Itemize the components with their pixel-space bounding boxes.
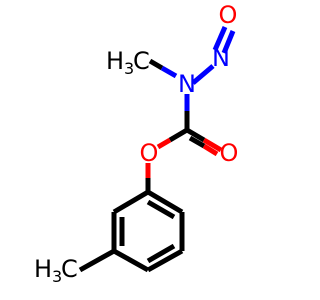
atom-methyl-ring-c: C xyxy=(61,255,78,283)
bond-methyl-n-blue xyxy=(160,65,178,79)
bond-c-o-carbonyl-1 xyxy=(185,127,206,143)
atom-n-amine: N xyxy=(178,70,196,98)
ring-bond-1 xyxy=(146,189,184,215)
ring-bond-4 xyxy=(112,248,150,273)
bond-c-o-ester-red xyxy=(156,137,172,150)
ring-bond-6 xyxy=(112,189,150,215)
atom-methyl-n-h: H xyxy=(106,47,124,75)
bond-c-o-carbonyl-3 xyxy=(202,137,223,153)
atom-methyl-ring-3: 3 xyxy=(52,267,62,286)
ring-inner-bond-2 xyxy=(146,243,176,264)
ring-bond-3 xyxy=(146,248,184,273)
atom-methyl-ring-h: H xyxy=(34,255,52,283)
atom-n-nitroso: N xyxy=(212,44,230,72)
bond-n-n xyxy=(191,64,215,85)
bonds xyxy=(78,26,236,273)
atom-labels: O N N O O H 3 C H 3 C xyxy=(34,1,238,286)
bond-n-o-nitroso-1 xyxy=(212,26,228,51)
atom-o-carbonyl: O xyxy=(220,139,239,167)
bond-n-o-nitroso-2 xyxy=(221,30,236,54)
atom-o-ester: O xyxy=(140,139,159,167)
atom-o-nitroso: O xyxy=(219,1,238,29)
ring-inner-bond-1 xyxy=(146,199,176,220)
molecule-structure-diagram: O N N O O H 3 C H 3 C xyxy=(34,1,238,286)
atom-methyl-n-c: C xyxy=(133,47,150,75)
bond-ring-methyl xyxy=(78,248,116,273)
bond-c-o-carbonyl-2 xyxy=(188,135,206,149)
bond-c-o-carbonyl-4 xyxy=(202,143,219,157)
bond-c-o-ester xyxy=(168,127,189,143)
bond-methyl-n xyxy=(148,58,164,71)
atom-methyl-n-3: 3 xyxy=(124,59,134,78)
